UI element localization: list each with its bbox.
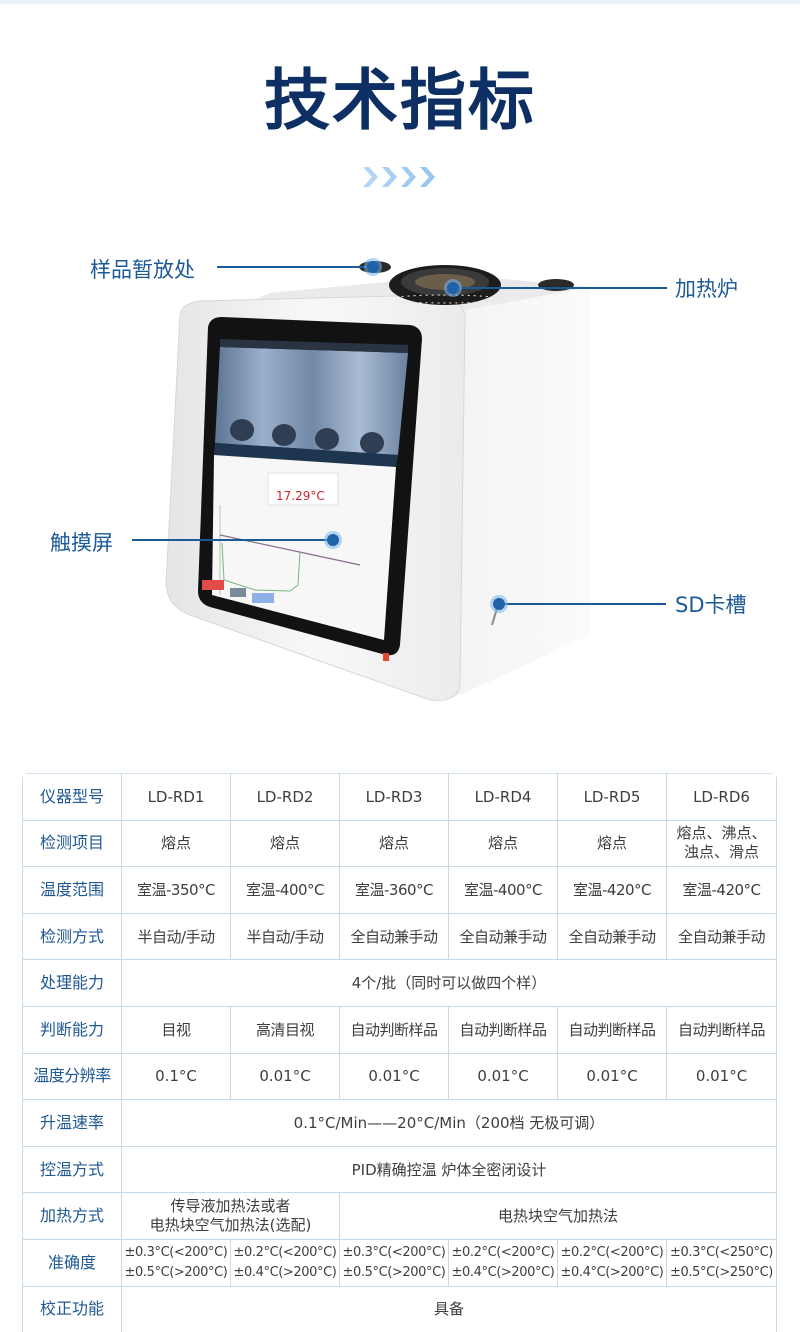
cell: 室温-350°C (121, 866, 231, 914)
row-label: 检测项目 (22, 819, 122, 868)
cell: 全自动兼手动 (448, 912, 558, 961)
cell: 熔点 (557, 819, 667, 868)
callout-label-sd-slot: SD卡槽 (675, 593, 747, 617)
cell: LD-RD6 (666, 773, 777, 821)
cell: 熔点 (448, 819, 558, 868)
cell: 熔点 (339, 819, 449, 868)
chevron-right-icon (362, 163, 379, 191)
row-label: 加热方式 (22, 1192, 122, 1240)
cell: ±0.2°C(<200°C) ±0.4°C(>200°C) (557, 1238, 667, 1287)
callout-dot-sd-slot (493, 598, 505, 610)
cell: 室温-400°C (230, 866, 340, 914)
merged-cell: 0.1°C/Min——20°C/Min（200档 无极可调） (121, 1099, 777, 1147)
cell: 自动判断样品 (666, 1005, 777, 1054)
cell: 熔点 (121, 819, 231, 868)
cell: 高清目视 (230, 1005, 340, 1054)
callout-label-sample-holder: 样品暂放处 (90, 258, 195, 282)
cell: 室温-420°C (666, 866, 777, 914)
cell: 全自动兼手动 (557, 912, 667, 961)
row-label: 温度范围 (22, 866, 122, 914)
cell: 0.1°C (121, 1052, 231, 1101)
table-row-judgement: 判断能力 目视 高清目视 自动判断样品 自动判断样品 自动判断样品 自动判断样品 (22, 1005, 777, 1054)
table-row-heating-method: 加热方式 传导液加热法或者 电热块空气加热法(选配) 电热块空气加热法 (22, 1192, 777, 1240)
cell: LD-RD2 (230, 773, 340, 821)
cell: 全自动兼手动 (666, 912, 777, 961)
table-row-temperature-range: 温度范围 室温-350°C 室温-400°C 室温-360°C 室温-400°C… (22, 866, 777, 914)
cell: 自动判断样品 (339, 1005, 449, 1054)
row-label: 检测方式 (22, 912, 122, 961)
callout-dot-touchscreen (327, 534, 339, 546)
cell: 熔点、沸点、 浊点、滑点 (666, 819, 777, 868)
chevron-right-icon (381, 163, 398, 191)
table-row-detection-item: 检测项目 熔点 熔点 熔点 熔点 熔点 熔点、沸点、 浊点、滑点 (22, 819, 777, 868)
row-label: 处理能力 (22, 959, 122, 1007)
page-title: 技术指标 (264, 61, 536, 139)
cell: 0.01°C (230, 1052, 340, 1101)
row-label: 准确度 (22, 1238, 122, 1287)
table-row-resolution: 温度分辨率 0.1°C 0.01°C 0.01°C 0.01°C 0.01°C … (22, 1052, 777, 1101)
screen-temperature-readout: 17.29°C (276, 489, 325, 503)
cell: 目视 (121, 1005, 231, 1054)
merged-cell: 电热块空气加热法 (339, 1192, 777, 1240)
callout-dot-sample-holder (367, 261, 379, 273)
callout-line-sd-slot (500, 603, 666, 605)
cell: LD-RD5 (557, 773, 667, 821)
cell: 室温-360°C (339, 866, 449, 914)
callout-label-touchscreen: 触摸屏 (50, 531, 113, 555)
cell: 室温-420°C (557, 866, 667, 914)
spec-table: 仪器型号 LD-RD1 LD-RD2 LD-RD3 LD-RD4 LD-RD5 … (22, 773, 777, 1332)
row-label: 仪器型号 (22, 773, 122, 821)
cell: ±0.2°C(<200°C) ±0.4°C(>200°C) (230, 1238, 340, 1287)
table-row-detection-mode: 检测方式 半自动/手动 半自动/手动 全自动兼手动 全自动兼手动 全自动兼手动 … (22, 912, 777, 961)
table-row-temperature-control: 控温方式 PID精确控温 炉体全密闭设计 (22, 1145, 777, 1194)
cell: LD-RD4 (448, 773, 558, 821)
merged-cell: 具备 (121, 1285, 777, 1332)
cell: 0.01°C (448, 1052, 558, 1101)
melting-point-instrument-image: 17.29°C (165, 261, 590, 701)
cell: 室温-400°C (448, 866, 558, 914)
cell: ±0.3°C(<250°C) ±0.5°C(>250°C) (666, 1238, 777, 1287)
cell: 熔点 (230, 819, 340, 868)
callout-dot-heating-furnace (447, 282, 459, 294)
row-label: 温度分辨率 (22, 1052, 122, 1101)
chevron-right-icon (419, 163, 436, 191)
cell: 半自动/手动 (230, 912, 340, 961)
cell: ±0.3°C(<200°C) ±0.5°C(>200°C) (339, 1238, 449, 1287)
callout-line-heating-furnace (455, 287, 667, 289)
table-row-calibration: 校正功能 具备 (22, 1285, 777, 1332)
row-label: 判断能力 (22, 1005, 122, 1054)
merged-cell: 传导液加热法或者 电热块空气加热法(选配) (121, 1192, 340, 1240)
cell: LD-RD3 (339, 773, 449, 821)
callout-line-touchscreen (132, 539, 332, 541)
callout-label-heating-furnace: 加热炉 (675, 277, 738, 301)
table-row-heating-rate: 升温速率 0.1°C/Min——20°C/Min（200档 无极可调） (22, 1099, 777, 1147)
chevron-right-icon (400, 163, 417, 191)
cell: 0.01°C (557, 1052, 667, 1101)
merged-cell: PID精确控温 炉体全密闭设计 (121, 1145, 777, 1194)
callout-line-sample-holder (217, 266, 372, 268)
cell: 全自动兼手动 (339, 912, 449, 961)
cell: 自动判断样品 (557, 1005, 667, 1054)
row-label: 校正功能 (22, 1285, 122, 1332)
merged-cell: 4个/批（同时可以做四个样） (121, 959, 777, 1007)
top-strip (0, 0, 800, 4)
row-label: 升温速率 (22, 1099, 122, 1147)
row-label: 控温方式 (22, 1145, 122, 1194)
cell: ±0.2°C(<200°C) ±0.4°C(>200°C) (448, 1238, 558, 1287)
table-row-capacity: 处理能力 4个/批（同时可以做四个样） (22, 959, 777, 1007)
chevron-decoration (362, 163, 442, 193)
cell: LD-RD1 (121, 773, 231, 821)
cell: ±0.3°C(<200°C) ±0.5°C(>200°C) (121, 1238, 231, 1287)
table-row-accuracy: 准确度 ±0.3°C(<200°C) ±0.5°C(>200°C) ±0.2°C… (22, 1238, 777, 1287)
cell: 0.01°C (666, 1052, 777, 1101)
cell: 0.01°C (339, 1052, 449, 1101)
cell: 半自动/手动 (121, 912, 231, 961)
cell: 自动判断样品 (448, 1005, 558, 1054)
table-row-model: 仪器型号 LD-RD1 LD-RD2 LD-RD3 LD-RD4 LD-RD5 … (22, 773, 777, 821)
